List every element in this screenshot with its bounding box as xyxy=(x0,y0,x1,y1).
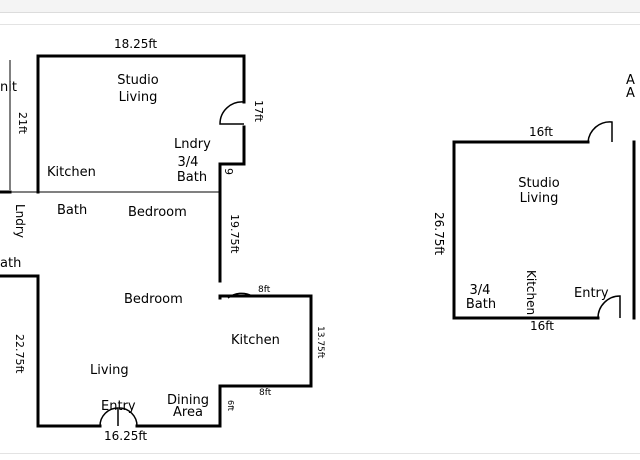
dimension-13-75: 13.75ft xyxy=(315,326,325,359)
top-dimension-right: 16ft xyxy=(529,125,553,139)
label-living: Living xyxy=(90,363,129,378)
door-swing-lower-bedroom xyxy=(227,292,253,299)
dimension-22-75: 22.75ft xyxy=(13,334,26,374)
label-studio-right-1: Studio xyxy=(518,176,560,191)
label-laundry-top: Lndry xyxy=(174,137,211,152)
label-studio-right-2: Living xyxy=(519,191,559,206)
label-laundry-side: Lndry xyxy=(13,204,27,238)
label-dining-2: Area xyxy=(173,405,203,420)
dimension-19-75: 19.75ft xyxy=(228,214,241,254)
dimension-8-lower: 8ft xyxy=(259,388,272,398)
label-bath34-left-1: 3/4 xyxy=(177,155,199,170)
label-bath34-right-2: Bath xyxy=(465,297,497,312)
label-bedroom-upper: Bedroom xyxy=(128,205,187,220)
left-unit-right-wall-a xyxy=(218,125,246,283)
label-studio-left-1: Studio xyxy=(117,73,159,88)
label-kitchen-upper: Kitchen xyxy=(47,165,96,180)
door-swing-entry-left xyxy=(99,407,119,427)
label-bath34-right-1: 3/4 xyxy=(469,283,491,298)
right-unit-walls xyxy=(452,140,600,320)
label-dining-1: Dining xyxy=(167,393,209,408)
dimension-8-upper: 8ft xyxy=(258,285,271,295)
left-unit-bottom-wall xyxy=(36,274,102,428)
label-bedroom-lower: Bedroom xyxy=(124,292,183,307)
label-entry-left: Entry xyxy=(101,399,136,414)
dimension-9: 9 xyxy=(222,168,235,175)
label-studio-left-2: Living xyxy=(118,90,158,105)
top-bar xyxy=(0,0,640,13)
dimension-6: 6ft xyxy=(226,400,235,411)
image-frame xyxy=(0,24,640,454)
label-right-cut-a2: A xyxy=(626,86,635,101)
left-unit-top-wall xyxy=(36,54,246,104)
dimension-21: 21ft xyxy=(16,112,29,134)
door-swing-entry-left-b xyxy=(118,407,138,427)
door-swing-upper xyxy=(219,101,245,125)
label-bath-mid: Bath xyxy=(57,203,88,218)
label-unit-cut: nit xyxy=(0,80,17,95)
dimension-17: 17ft xyxy=(252,100,265,122)
top-dimension-left: 18.25ft xyxy=(114,37,158,51)
bottom-dimension-left: 16.25ft xyxy=(104,429,148,443)
label-bath34-left-2: Bath xyxy=(176,170,208,185)
dimension-26-75: 26.75ft xyxy=(432,212,446,256)
left-unit-right-wall-b xyxy=(135,294,313,428)
label-kitchen-right: Kitchen xyxy=(524,270,538,316)
label-entry-right: Entry xyxy=(574,286,609,301)
bottom-dimension-right: 16ft xyxy=(530,319,554,333)
label-kitchen-lower: Kitchen xyxy=(231,333,280,348)
door-swing-top-right xyxy=(587,121,613,143)
door-swing-entry-right xyxy=(597,295,621,319)
label-bath-cut: ath xyxy=(0,256,22,271)
label-right-cut-a1: A xyxy=(626,73,635,88)
